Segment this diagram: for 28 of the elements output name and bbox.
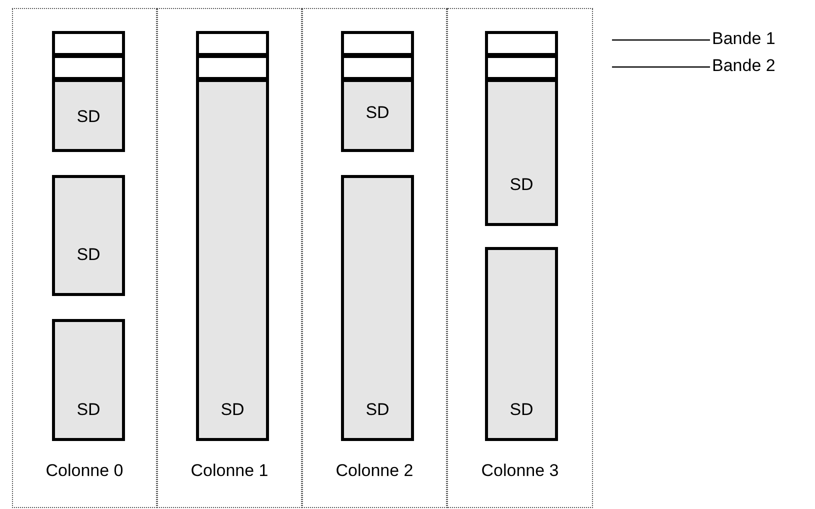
storage-box: SD bbox=[52, 79, 125, 152]
storage-box: SD bbox=[52, 175, 125, 296]
column-panel bbox=[302, 8, 447, 508]
storage-box: SD bbox=[52, 319, 125, 441]
band-box bbox=[341, 31, 414, 56]
band-box bbox=[196, 31, 269, 56]
column-panel bbox=[12, 8, 157, 508]
band-box bbox=[52, 31, 125, 56]
column-label: Colonne 1 bbox=[190, 461, 268, 481]
storage-box: SD bbox=[485, 247, 558, 441]
column-label: Colonne 0 bbox=[46, 461, 124, 481]
band-label: Bande 1 bbox=[712, 29, 776, 49]
column-label: Colonne 3 bbox=[481, 461, 559, 481]
band-box bbox=[196, 55, 269, 80]
band-box bbox=[485, 31, 558, 56]
band-box bbox=[341, 55, 414, 80]
leader-line bbox=[612, 39, 710, 41]
column-label: Colonne 2 bbox=[336, 461, 414, 481]
leader-line bbox=[612, 66, 710, 68]
column-panel bbox=[447, 8, 593, 508]
storage-box: SD bbox=[341, 79, 414, 152]
storage-box: SD bbox=[196, 79, 269, 441]
band-label: Bande 2 bbox=[712, 56, 776, 76]
band-box bbox=[485, 55, 558, 80]
band-box bbox=[52, 55, 125, 80]
storage-box: SD bbox=[485, 79, 558, 226]
column-panel bbox=[157, 8, 302, 508]
storage-box: SD bbox=[341, 175, 414, 441]
